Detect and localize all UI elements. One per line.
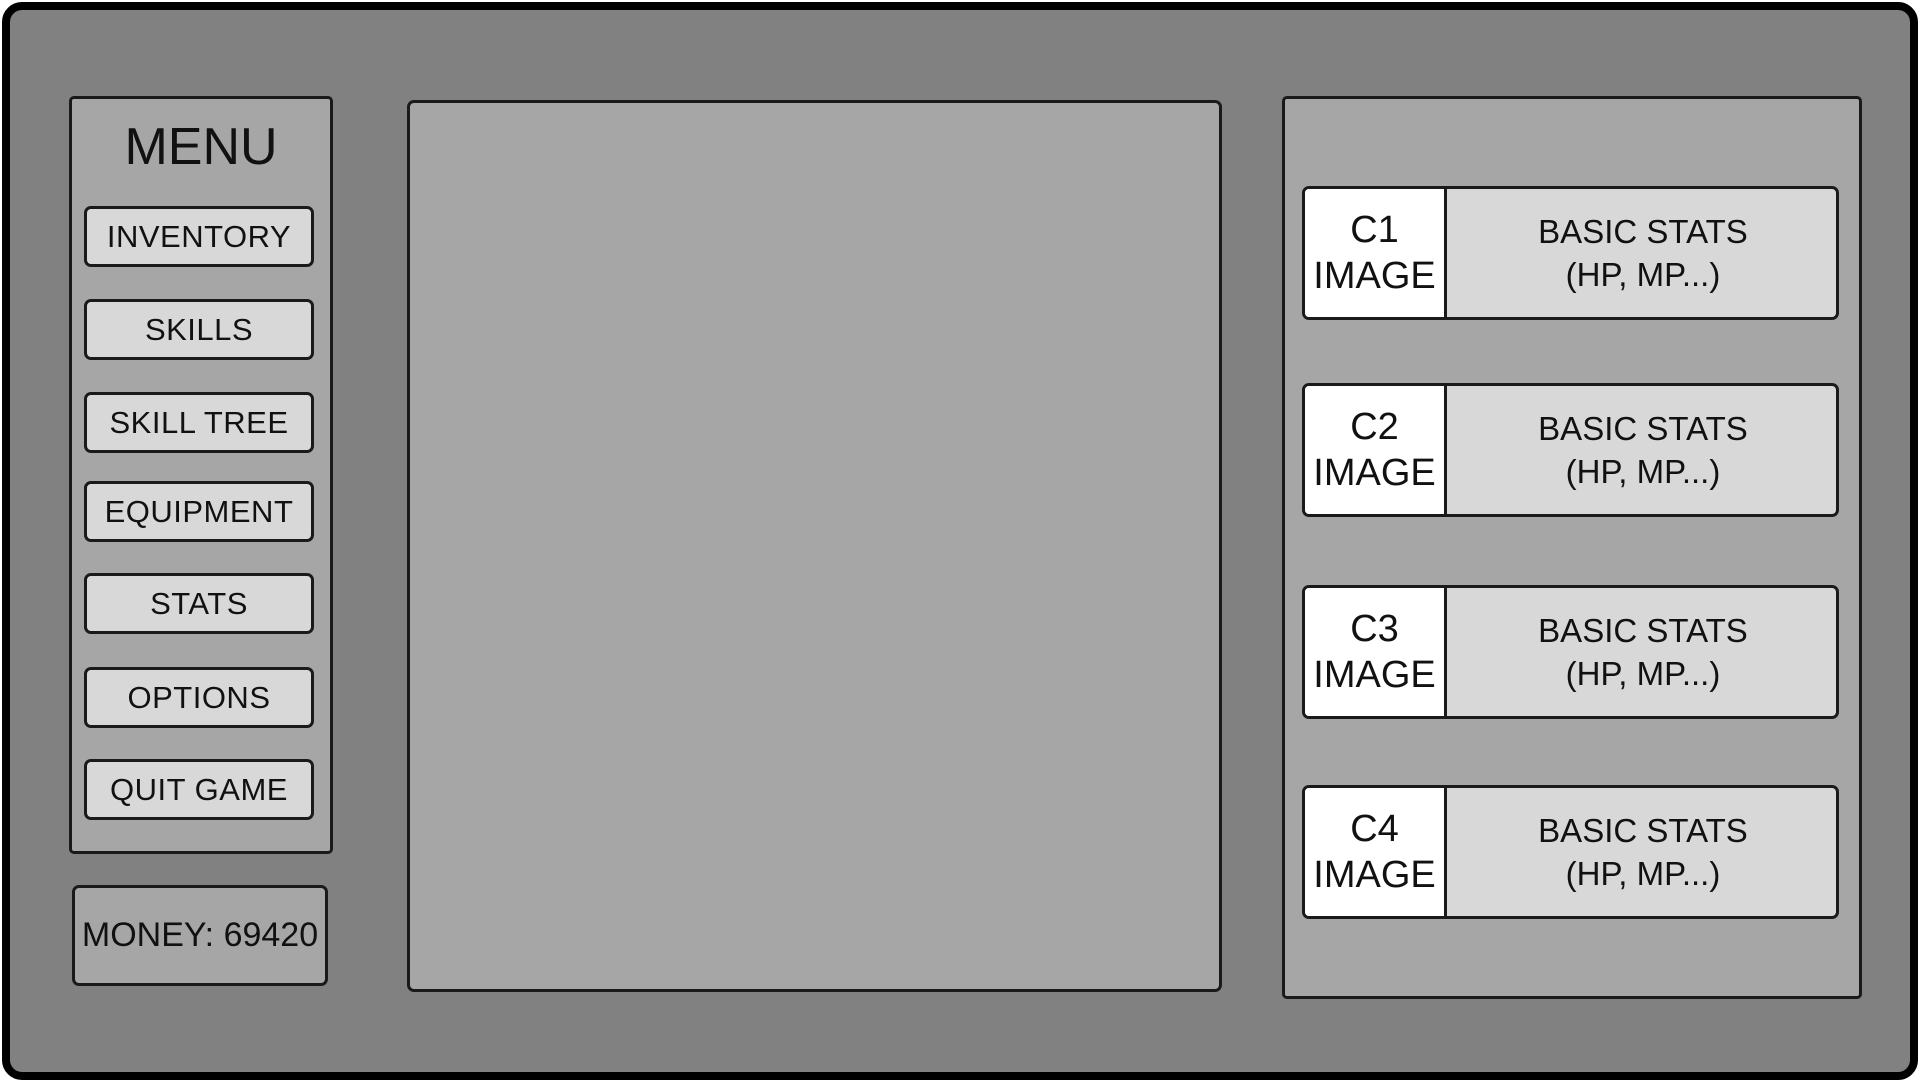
stats-detail: (HP, MP...) [1565,855,1721,892]
character-id: C4 [1350,808,1399,850]
image-label: IMAGE [1313,452,1436,494]
character-card-c1[interactable]: C1 IMAGE BASIC STATS (HP, MP...) [1302,186,1839,320]
menu-title: MENU [124,118,278,176]
party-panel: C1 IMAGE BASIC STATS (HP, MP...) C2 IMAG… [1282,96,1862,999]
character-image-c2: C2 IMAGE [1305,386,1447,514]
character-stats-c4: BASIC STATS (HP, MP...) [1450,788,1836,916]
character-image-c3: C3 IMAGE [1305,588,1447,716]
stats-detail: (HP, MP...) [1565,453,1721,490]
character-card-c4[interactable]: C4 IMAGE BASIC STATS (HP, MP...) [1302,785,1839,919]
skill-tree-button[interactable]: SKILL TREE [84,392,314,453]
image-label: IMAGE [1313,654,1436,696]
skills-button[interactable]: SKILLS [84,299,314,360]
money-display: MONEY: 69420 [72,885,328,986]
character-card-c3[interactable]: C3 IMAGE BASIC STATS (HP, MP...) [1302,585,1839,719]
inventory-button[interactable]: INVENTORY [84,206,314,267]
character-image-c1: C1 IMAGE [1305,189,1447,317]
stats-title: BASIC STATS [1538,213,1748,250]
character-stats-c1: BASIC STATS (HP, MP...) [1450,189,1836,317]
options-button[interactable]: OPTIONS [84,667,314,728]
character-id: C1 [1350,209,1399,251]
stats-button[interactable]: STATS [84,573,314,634]
equipment-button[interactable]: EQUIPMENT [84,481,314,542]
stats-detail: (HP, MP...) [1565,256,1721,293]
quit-game-button[interactable]: QUIT GAME [84,759,314,820]
character-id: C3 [1350,608,1399,650]
character-stats-c3: BASIC STATS (HP, MP...) [1450,588,1836,716]
image-label: IMAGE [1313,854,1436,896]
character-card-c2[interactable]: C2 IMAGE BASIC STATS (HP, MP...) [1302,383,1839,517]
menu-panel: MENU INVENTORY SKILLS SKILL TREE EQUIPME… [69,96,333,854]
character-image-c4: C4 IMAGE [1305,788,1447,916]
main-content-area [407,100,1222,992]
character-stats-c2: BASIC STATS (HP, MP...) [1450,386,1836,514]
character-id: C2 [1350,406,1399,448]
stats-title: BASIC STATS [1538,612,1748,649]
stats-title: BASIC STATS [1538,410,1748,447]
stats-detail: (HP, MP...) [1565,655,1721,692]
stats-title: BASIC STATS [1538,812,1748,849]
image-label: IMAGE [1313,255,1436,297]
